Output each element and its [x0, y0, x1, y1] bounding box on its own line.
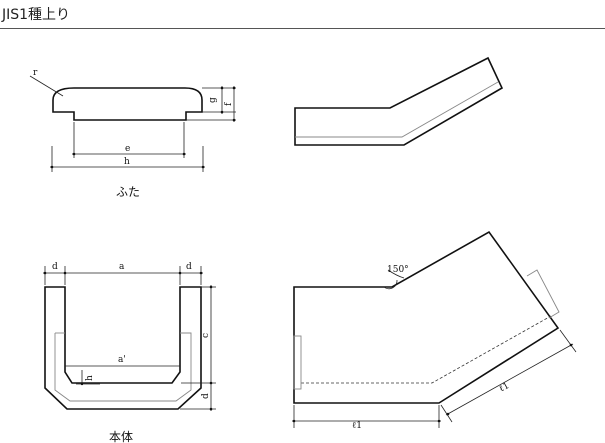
label-angle: 150° — [387, 265, 409, 275]
dim-dot — [209, 407, 213, 411]
label-g: g — [208, 97, 218, 103]
ext-line — [559, 329, 577, 353]
dim-dot — [220, 86, 224, 90]
dim-dot — [437, 419, 441, 423]
dim-dot — [50, 165, 54, 169]
angle-arc — [383, 279, 398, 290]
dim-dot — [292, 419, 296, 423]
radius-leader — [29, 75, 64, 97]
label-d-vertical: d — [201, 393, 211, 399]
body-section: a' h d a d c d 本体 — [43, 262, 216, 443]
label-d-left: d — [52, 262, 58, 272]
label-e: e — [125, 144, 130, 154]
label-a: a — [119, 262, 125, 272]
angle-leader — [387, 269, 405, 279]
dim-dot — [43, 271, 47, 275]
elevation-outline — [293, 230, 560, 404]
end-plate-left — [293, 335, 302, 390]
page-title: JIS1種上り — [2, 7, 71, 23]
cover-plan-inner-line — [295, 81, 499, 138]
dim-dot — [209, 285, 213, 289]
body-elevation: 150° ℓ1 ℓ1 — [292, 230, 577, 431]
label-l1-slant: ℓ1 — [498, 381, 512, 395]
cover-outline — [52, 87, 203, 121]
label-f: f — [224, 102, 234, 106]
dim-dot — [569, 343, 573, 347]
cover-plan-outline — [294, 56, 504, 146]
dim-dot — [63, 271, 67, 275]
body-inner-line — [54, 332, 192, 402]
body-caption: 本体 — [109, 430, 133, 443]
dim-dot — [209, 381, 213, 385]
dim-dot — [232, 118, 236, 122]
cover-section: r g f e h ふた — [29, 68, 236, 199]
elevation-hidden-line — [301, 315, 552, 384]
dim-line-l1-slant — [445, 343, 574, 416]
label-h: h — [124, 157, 130, 167]
end-plate-right — [526, 269, 560, 319]
label-l1-bottom: ℓ1 — [352, 421, 362, 431]
dim-dot — [199, 271, 203, 275]
body-outline — [44, 286, 202, 410]
label-inner-h: h — [85, 375, 95, 381]
ext-line — [440, 404, 453, 423]
dim-dot — [80, 382, 84, 386]
label-c: c — [201, 333, 211, 338]
cover-plan — [294, 56, 504, 146]
label-d-right: d — [186, 262, 192, 272]
dim-dot — [182, 152, 186, 156]
dim-dot — [446, 412, 450, 416]
dim-dot — [220, 110, 224, 114]
cover-caption: ふた — [116, 185, 140, 199]
label-a-prime: a' — [118, 355, 126, 365]
label-r: r — [33, 68, 38, 78]
title-rule — [0, 28, 605, 29]
dim-dot — [232, 86, 236, 90]
dim-dot — [72, 152, 76, 156]
dim-dot — [201, 165, 205, 169]
dim-dot — [178, 271, 182, 275]
